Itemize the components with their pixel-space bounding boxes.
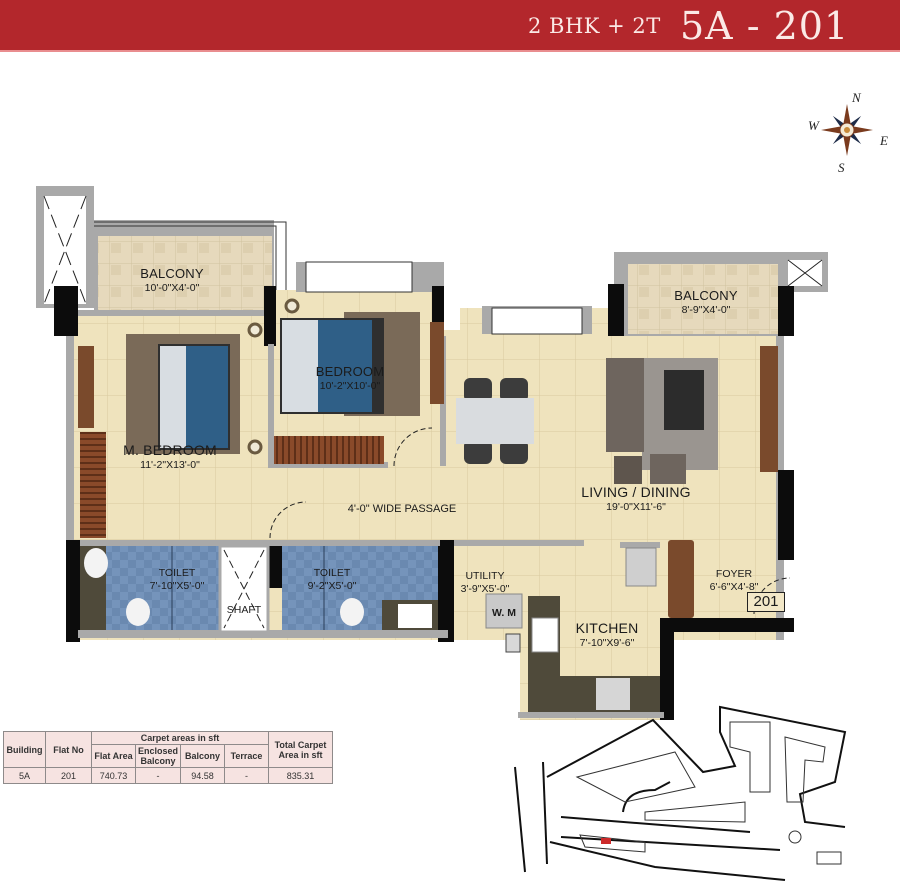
col-building: Building xyxy=(3,731,46,768)
table-row: 5A 201 740.73 - 94.58 - 835.31 xyxy=(3,767,334,784)
room-passage: 4'-0" WIDE PASSAGE xyxy=(347,503,457,515)
compass-south: S xyxy=(838,160,845,175)
col-enclosed-balcony: Enclosed Balcony xyxy=(134,744,182,768)
key-plan-site-map xyxy=(514,705,847,881)
washing-machine: W. M xyxy=(492,607,516,619)
room-shaft: SHAFT xyxy=(226,604,262,616)
col-flat-area: Flat Area xyxy=(91,744,136,768)
carpet-area-table: Building Flat No Carpet areas in sft Tot… xyxy=(3,731,334,784)
col-terrace: Terrace xyxy=(224,744,270,768)
header-banner: 2 BHK + 2T 5A - 201 xyxy=(0,0,900,52)
col-total-carpet: Total Carpet Area in sft xyxy=(268,731,334,768)
compass-rose-icon: N W E S xyxy=(800,88,900,178)
compass-west: W xyxy=(808,118,819,133)
unit-code-title: 5A - 201 xyxy=(680,4,850,48)
unit-location-marker xyxy=(601,838,611,844)
col-flat-no: Flat No xyxy=(45,731,92,768)
unit-type-label: 2 BHK + 2T xyxy=(528,14,661,38)
unit-number-tag: 201 xyxy=(747,592,785,612)
col-group-carpet-areas: Carpet areas in sft xyxy=(90,731,270,745)
compass-east: E xyxy=(880,133,888,148)
compass-north: N xyxy=(852,90,861,105)
col-balcony: Balcony xyxy=(180,744,226,768)
